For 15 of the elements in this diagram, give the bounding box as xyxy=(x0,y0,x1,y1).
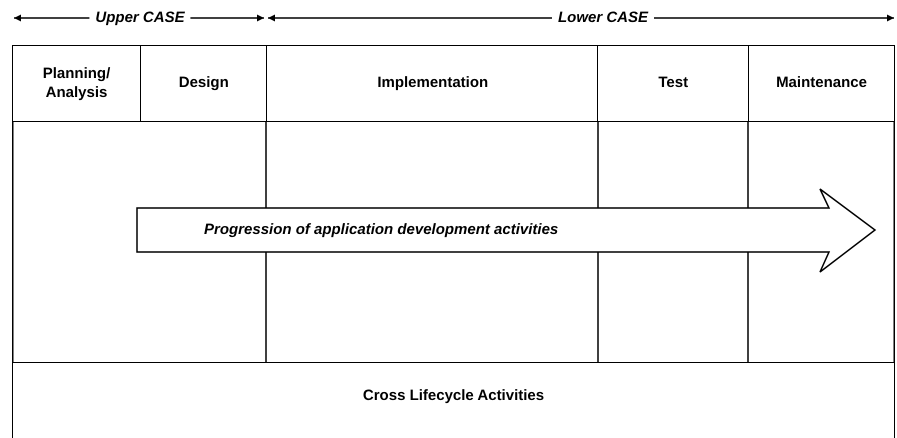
phase-header xyxy=(266,45,600,122)
lifecycle-band xyxy=(12,362,895,438)
arrow-label: Progression of application development activities xyxy=(204,220,558,240)
band-text: Cross Lifecycle Activities xyxy=(362,386,546,406)
header-text: Design xyxy=(178,74,230,93)
header-text: Implementation xyxy=(376,74,490,93)
header-text: Maintenance xyxy=(775,74,868,93)
block-arrow xyxy=(136,187,877,275)
phase-header xyxy=(12,45,141,122)
header-text: Planning/ Analysis xyxy=(42,64,112,102)
header-text: Test xyxy=(657,74,690,93)
span-label: Upper CASE xyxy=(89,9,191,26)
phase-header xyxy=(748,45,895,122)
phase-header xyxy=(597,45,750,122)
phase-header xyxy=(140,45,268,122)
